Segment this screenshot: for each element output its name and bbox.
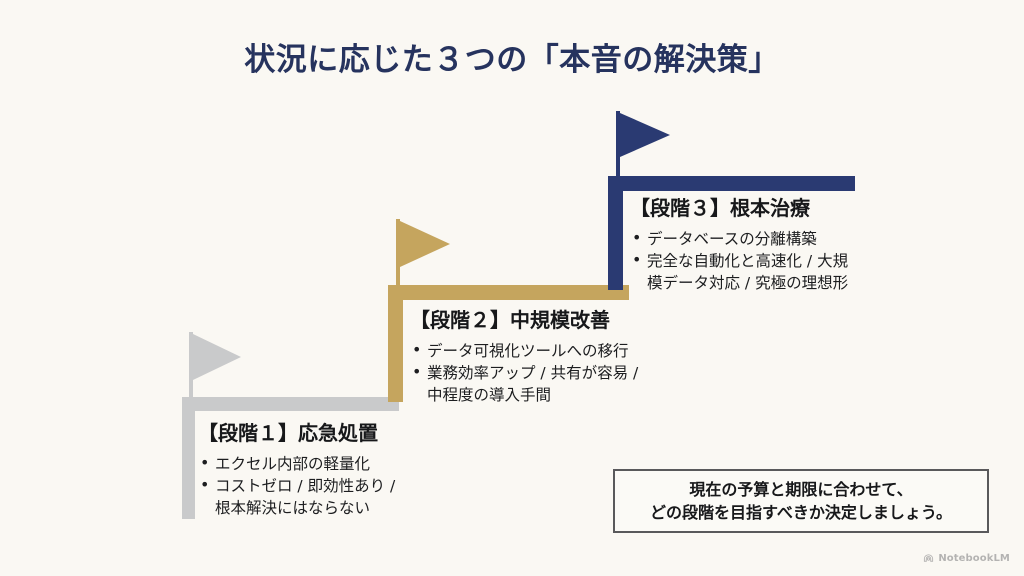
stage-3-step-leg [608, 176, 623, 290]
page-title: 状況に応じた３つの「本音の解決策」 [244, 42, 780, 78]
callout-box: 現在の予算と期限に合わせて、 どの段階を目指すべきか決定しましょう。 [613, 469, 989, 533]
stage-2-bullet-list: データ可視化ツールへの移行 業務効率アップ / 共有が容易 / 中程度の導入手間 [410, 339, 638, 406]
stage-1-flag-icon [193, 334, 241, 380]
stage-1-text-block: 【段階１】応急処置 エクセル内部の軽量化 コストゼロ / 即効性あり / 根本解… [198, 421, 395, 519]
stage-1-bullet-list: エクセル内部の軽量化 コストゼロ / 即効性あり / 根本解決にはならない [198, 452, 395, 519]
stage-3-flag-icon [620, 113, 670, 157]
stage-3-step-bar [608, 176, 855, 191]
stage-3-text-block: 【段階３】根本治療 データベースの分離構築 完全な自動化と高速化 / 大規 模デ… [630, 196, 848, 294]
stage-1-flag-pole [189, 332, 193, 399]
stage-2-step-bar [388, 285, 629, 300]
stage-3-heading: 【段階３】根本治療 [630, 196, 810, 220]
stage-3-bullet-1: データベースの分離構築 [630, 227, 848, 250]
callout-text: 現在の予算と期限に合わせて、 どの段階を目指すべきか決定しましょう。 [650, 479, 952, 522]
stage-2-flag-pole [396, 219, 400, 287]
watermark: NotebookLM [923, 549, 1010, 568]
stage-2-step-leg [388, 285, 403, 402]
stage-1-step-bar [182, 397, 399, 411]
stage-3-flag-pole [616, 111, 620, 178]
stage-3-bullet-2: 完全な自動化と高速化 / 大規 模データ対応 / 究極の理想形 [630, 249, 848, 294]
stage-1-step-leg [182, 397, 195, 519]
stage-3-bullet-list: データベースの分離構築 完全な自動化と高速化 / 大規 模データ対応 / 究極の… [630, 227, 848, 294]
stage-2-flag-icon [400, 221, 450, 267]
notebooklm-icon [923, 549, 934, 568]
stage-2-bullet-1: データ可視化ツールへの移行 [410, 339, 638, 362]
stage-1-bullet-2: コストゼロ / 即効性あり / 根本解決にはならない [198, 474, 395, 519]
stage-1-heading: 【段階１】応急処置 [198, 421, 378, 445]
stage-2-text-block: 【段階２】中規模改善 データ可視化ツールへの移行 業務効率アップ / 共有が容易… [410, 308, 638, 406]
stage-2-bullet-2: 業務効率アップ / 共有が容易 / 中程度の導入手間 [410, 361, 638, 406]
stage-1-bullet-1: エクセル内部の軽量化 [198, 452, 395, 475]
watermark-label: NotebookLM [938, 553, 1010, 564]
stage-2-heading: 【段階２】中規模改善 [410, 308, 610, 332]
